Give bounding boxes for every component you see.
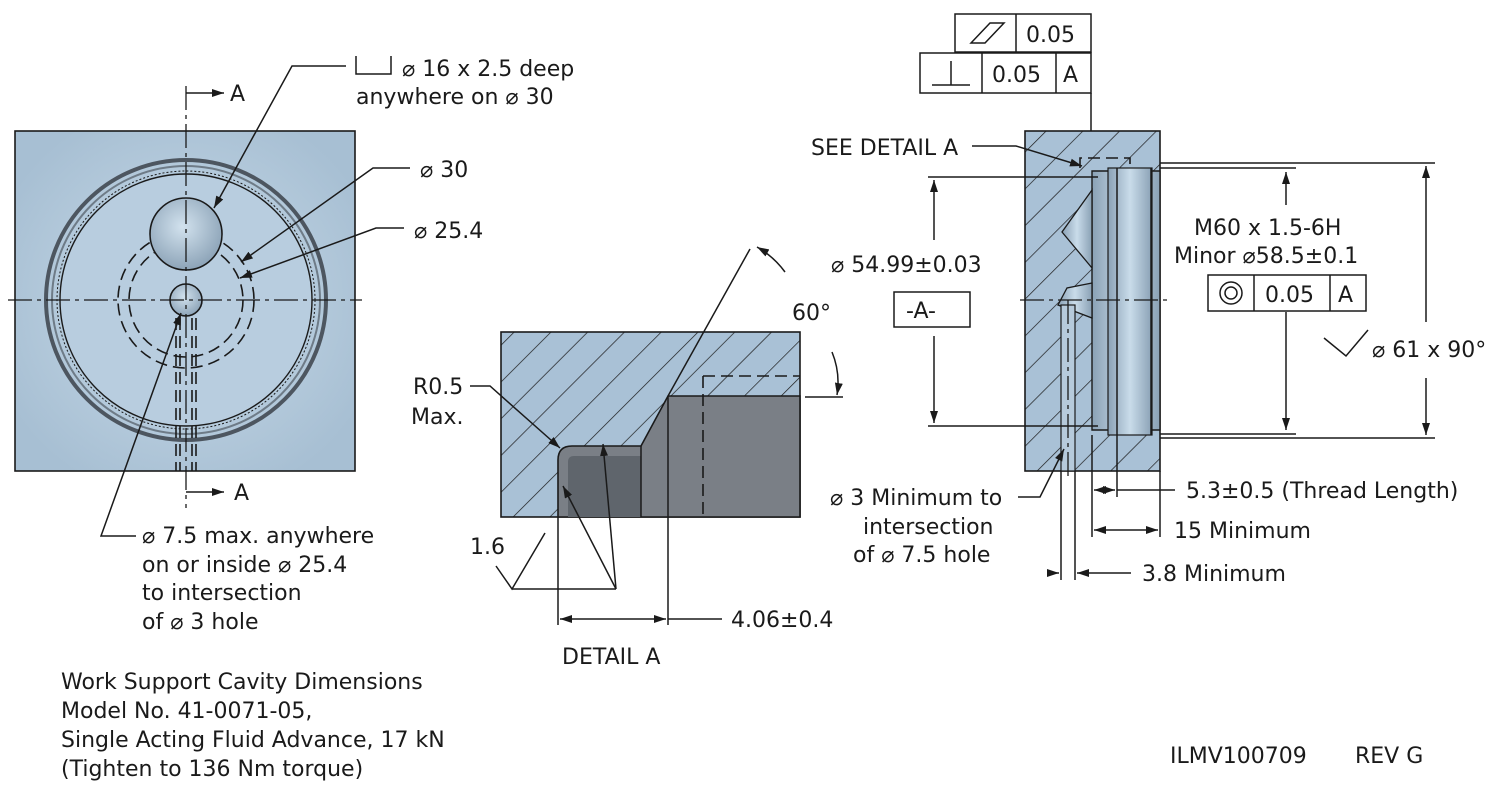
- title-line1: Work Support Cavity Dimensions: [61, 670, 423, 695]
- roughness-value: 1.6: [470, 535, 505, 560]
- detail-dim-4-06: 4.06±0.4: [731, 608, 833, 633]
- see-detail-label: SEE DETAIL A: [811, 136, 958, 161]
- hole-note-line3: to intersection: [142, 581, 302, 606]
- revision: REV G: [1355, 744, 1423, 769]
- concentricity-frame: 0.05 A: [1207, 274, 1367, 312]
- radius-label-line1: R0.5: [413, 375, 463, 400]
- counterbore-note-line2: anywhere on ⌀ 30: [356, 85, 554, 110]
- detail-title: DETAIL A: [562, 645, 660, 670]
- hole-note-line1: ⌀ 7.5 max. anywhere: [142, 524, 374, 549]
- min-hole-note-line3: of ⌀ 7.5 hole: [853, 543, 990, 568]
- concentricity-datum: A: [1338, 283, 1353, 308]
- radius-label-line2: Max.: [411, 405, 463, 430]
- title-line3: Single Acting Fluid Advance, 17 kN: [61, 728, 445, 753]
- counterbore-note-line1: ⌀ 16 x 2.5 deep: [402, 57, 574, 82]
- min-hole-note-line1: ⌀ 3 Minimum to: [830, 486, 1002, 511]
- section-mark-bottom: A: [234, 481, 249, 506]
- thread-spec-line1: M60 x 1.5-6H: [1194, 216, 1341, 241]
- concentricity-icon: [1219, 281, 1243, 305]
- dia-30-label: ⌀ 30: [420, 158, 468, 183]
- perpendicularity-value: 0.05: [992, 63, 1041, 88]
- flatness-frame: 0.05: [954, 13, 1092, 53]
- section-mark-top: A: [230, 82, 245, 107]
- dia-25-4-label: ⌀ 25.4: [414, 219, 483, 244]
- perpendicularity-frame: 0.05 A: [919, 52, 1092, 94]
- flatness-icon: [969, 22, 1006, 44]
- section-view: 0.05 0.05 A SEE DETAIL A ⌀ 54: [811, 13, 1486, 587]
- chamfer-label: ⌀ 61 x 90°: [1372, 338, 1486, 363]
- title-block: Work Support Cavity Dimensions Model No.…: [61, 670, 445, 782]
- perpendicularity-datum: A: [1063, 63, 1078, 88]
- depth-15-dim: 15 Minimum: [1174, 519, 1311, 544]
- flatness-value: 0.05: [1026, 23, 1075, 48]
- depth-3-8-dim: 3.8 Minimum: [1142, 562, 1286, 587]
- dia-54-99-label: ⌀ 54.99±0.03: [831, 253, 982, 278]
- detail-angle-label: 60°: [792, 301, 831, 326]
- document-id: ILMV100709: [1170, 744, 1307, 769]
- thread-spec-line2: Minor ⌀58.5±0.1: [1174, 244, 1358, 269]
- title-line2: Model No. 41-0071-05,: [61, 699, 312, 724]
- title-line4: (Tighten to 136 Nm torque): [61, 757, 363, 782]
- detail-a: 60° R0.5 Max. 1.6 4.06±0.4 DETAIL A: [411, 246, 843, 670]
- datum-a-label: -A-: [906, 299, 936, 324]
- datum-a-box: [893, 291, 971, 328]
- chamfer-symbol: [1323, 329, 1369, 358]
- thread-length-dim: 5.3±0.5 (Thread Length): [1186, 479, 1458, 504]
- perpendicularity-icon: [932, 61, 970, 86]
- counterbore-symbol: [355, 56, 392, 75]
- hole-note-line2: on or inside ⌀ 25.4: [142, 553, 347, 578]
- min-hole-note-line2: intersection: [863, 515, 994, 540]
- hole-note-line4: of ⌀ 3 hole: [142, 610, 258, 635]
- front-view: A A ⌀ 16 x 2.5 deep anywhere on ⌀ 30 ⌀ 3…: [8, 56, 574, 635]
- concentricity-value: 0.05: [1265, 283, 1314, 308]
